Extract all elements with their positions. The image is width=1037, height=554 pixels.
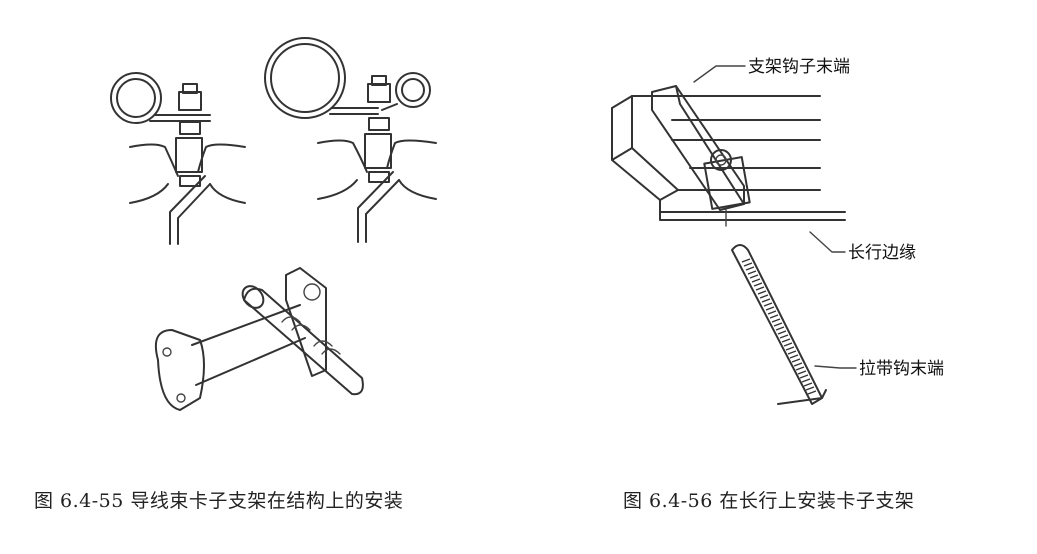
strap-serration-tick [771,318,781,323]
label-stringer-edge: 长行边缘 [848,243,916,263]
strap-serration-tick [755,286,765,291]
strap-serration-tick [795,366,805,371]
strap-serration-tick [779,334,789,339]
strap-serration-tick [763,302,773,307]
strap-serration-tick [757,290,767,295]
clamp-bracket-isometric-drawing [154,267,364,411]
strap-serration-tick [793,362,803,367]
clamp-installation-drawing-large [264,37,437,243]
strap-serration-tick [775,326,785,331]
figure-caption-left: 图 6.4-55 导线束卡子支架在结构上的安装 [34,490,404,512]
strap-serration-tick [749,274,759,279]
strap-serration-tick [769,314,779,319]
strap-serration-tick [783,342,793,347]
strap-serration-tick [745,266,755,271]
strap-serrations [741,258,817,395]
strap-serration-tick [759,294,769,299]
strap-serration-tick [803,382,813,387]
strap-serration-tick [787,350,797,355]
strap-serration-tick [785,346,795,351]
strap-serration-tick [743,262,753,267]
strap-serration-tick [751,278,761,283]
label-strap-hook-end: 拉带钩末端 [859,359,944,379]
strap-serration-tick [799,374,809,379]
strap-serration-tick [791,358,801,363]
strap-serration-tick [801,378,811,383]
label-bracket-hook-end: 支架钩子末端 [748,57,850,77]
strap-serration-tick [765,306,775,311]
figure-caption-right: 图 6.4-56 在长行上安装卡子支架 [623,490,915,512]
strap-serration-tick [773,322,783,327]
strap-serration-tick [807,390,817,395]
clamp-installation-drawing-small [110,72,246,245]
strap-serration-tick [805,386,815,391]
strap-serration-tick [747,270,757,275]
strap-serration-tick [789,354,799,359]
stringer-clamp-drawing [611,65,857,405]
strap-serration-tick [741,258,751,263]
strap-serration-tick [761,298,771,303]
strap-serration-tick [797,370,807,375]
strap-serration-tick [781,338,791,343]
strap-serration-tick [767,310,777,315]
strap-serration-tick [753,282,763,287]
strap-serration-tick [777,330,787,335]
